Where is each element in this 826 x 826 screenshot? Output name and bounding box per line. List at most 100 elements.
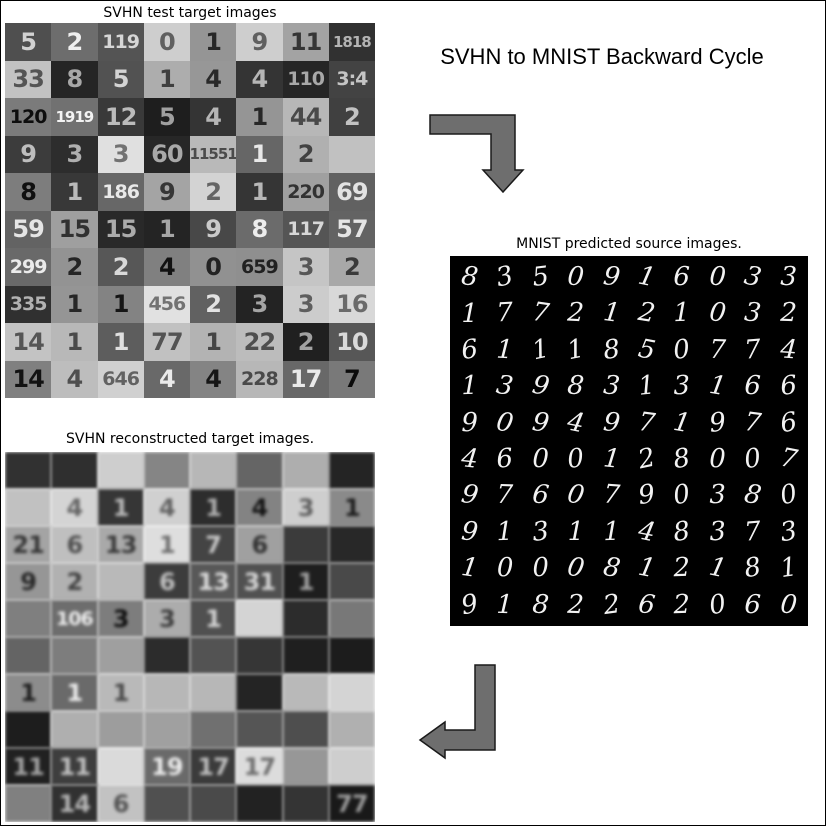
- svhn-recon-tile: [328, 526, 375, 563]
- svhn-recon-tile: 6: [97, 785, 144, 822]
- svhn-test-tile: 2: [190, 285, 237, 323]
- svhn-recon-tile: [328, 674, 375, 711]
- svhn-recon-tile: 13: [190, 563, 237, 600]
- svhn-test-tile: 2: [51, 248, 98, 286]
- svhn-test-tile: 14: [5, 323, 52, 361]
- svhn-test-tile: 15: [51, 210, 98, 248]
- svhn-test-tile: 22: [236, 323, 283, 361]
- svhn-recon-tile: 14: [51, 785, 98, 822]
- svhn-recon-tile: [51, 452, 98, 489]
- svhn-recon-tile: 3: [143, 600, 190, 637]
- svhn-test-tile: 0: [143, 23, 190, 61]
- svhn-recon-tile: 2: [51, 563, 98, 600]
- svhn-recon-tile: [282, 711, 329, 748]
- svhn-test-tile: 16: [328, 285, 375, 323]
- svhn-recon-tile: [5, 785, 52, 822]
- svhn-recon-tile: 1: [190, 600, 237, 637]
- svhn-recon-tile: [190, 785, 237, 822]
- svhn-recon-tile: 6: [143, 563, 190, 600]
- svhn-test-tile: 119: [97, 23, 144, 61]
- svhn-recon-tile: [236, 637, 283, 674]
- svhn-test-tile: 8: [5, 173, 52, 211]
- mnist-digit-tile: 6: [744, 589, 762, 621]
- mnist-digit-tile: 4: [459, 443, 480, 475]
- mnist-digit-tile: 0: [672, 334, 693, 366]
- svhn-test-tile: 4: [143, 248, 190, 286]
- svhn-test-tile: 120: [5, 98, 52, 136]
- svhn-test-tile: 15: [97, 210, 144, 248]
- svhn-test-tile: 3: [282, 248, 329, 286]
- svhn-test-tile: 228: [236, 360, 283, 398]
- svhn-test-tile: 659: [236, 248, 283, 286]
- mnist-digit-tile: 3: [743, 297, 763, 330]
- mnist-digit-tile: 3: [708, 480, 727, 511]
- svhn-recon-tile: 4: [51, 489, 98, 526]
- svhn-recon-tile: 31: [236, 563, 283, 600]
- svhn-recon-tile: 106: [51, 600, 98, 637]
- svhn-test-tile: 3:4: [328, 60, 375, 98]
- mnist-digit-tile: 0: [707, 297, 728, 330]
- svhn-test-tile: 299: [5, 248, 52, 286]
- svhn-test-tile: 0: [190, 248, 237, 286]
- mnist-digit-tile: 2: [567, 589, 585, 621]
- mnist-pred-label: MNIST predicted source images.: [516, 236, 742, 252]
- svhn-test-tile: 9: [143, 173, 190, 211]
- mnist-digit-tile: 9: [707, 407, 728, 439]
- svhn-recon-tile: 4: [143, 489, 190, 526]
- svhn-recon-tile: [97, 637, 144, 674]
- mnist-digit-tile: 7: [601, 480, 621, 512]
- svhn-recon-tile: 3: [282, 489, 329, 526]
- svhn-recon-tile: [143, 452, 190, 489]
- svhn-recon-tile: [236, 600, 283, 637]
- svhn-test-tile: 17: [282, 360, 329, 398]
- svhn-recon-tile: [328, 600, 375, 637]
- svhn-test-tile: 44: [282, 98, 329, 136]
- mnist-digit-tile: 6: [459, 334, 480, 366]
- svhn-recon-tile: [190, 637, 237, 674]
- svhn-recon-tile: [328, 452, 375, 489]
- mnist-digit-tile: 1: [461, 371, 479, 402]
- svhn-recon-tile: 1: [143, 526, 190, 563]
- mnist-digit-tile: 3: [530, 516, 551, 548]
- svhn-recon-tile: [282, 748, 329, 785]
- mnist-digit-tile: 9: [461, 407, 478, 438]
- svhn-test-tile: 10: [328, 323, 375, 361]
- svhn-recon-tile: [282, 785, 329, 822]
- svhn-test-tile: 5: [143, 98, 190, 136]
- svhn-recon-tile: [97, 563, 144, 600]
- svhn-test-tile: 2: [282, 323, 329, 361]
- svhn-recon-tile: 21: [5, 526, 52, 563]
- mnist-digit-tile: 7: [708, 334, 727, 366]
- svhn-test-tile: 3: [51, 135, 98, 173]
- svhn-test-tile: 9: [5, 135, 52, 173]
- svhn-test-tile: 11: [282, 23, 329, 61]
- mnist-digit-tile: 1: [496, 516, 514, 548]
- svhn-recon-tile: [190, 452, 237, 489]
- svhn-test-tile: 110: [282, 60, 329, 98]
- svhn-recon-tile: 1: [282, 563, 329, 600]
- svhn-recon-tile: [282, 600, 329, 637]
- svhn-test-tile: 1: [236, 135, 283, 173]
- svhn-test-tile: 5: [5, 23, 52, 61]
- svhn-recon-tile: [236, 674, 283, 711]
- mnist-digit-tile: 9: [458, 588, 481, 622]
- svhn-test-tile: 1: [190, 23, 237, 61]
- svhn-recon-tile: 19: [143, 748, 190, 785]
- mnist-digit-tile: 1: [602, 516, 620, 548]
- svhn-recon-tile: 1: [328, 489, 375, 526]
- mnist-digit-tile: 3: [708, 516, 727, 548]
- svhn-recon-tile: [190, 711, 237, 748]
- svhn-recon-tile: [5, 489, 52, 526]
- svhn-recon-tile: [328, 563, 375, 600]
- mnist-digit-tile: 0: [531, 552, 550, 584]
- svhn-test-tile: 77: [143, 323, 190, 361]
- mnist-digit-tile: 1: [636, 370, 657, 403]
- svhn-test-tile: 4: [190, 360, 237, 398]
- svhn-recon-tile: [282, 526, 329, 563]
- svhn-recon-tile: [190, 674, 237, 711]
- svhn-recon-tile: 77: [328, 785, 375, 822]
- mnist-digit-tile: 7: [742, 406, 763, 439]
